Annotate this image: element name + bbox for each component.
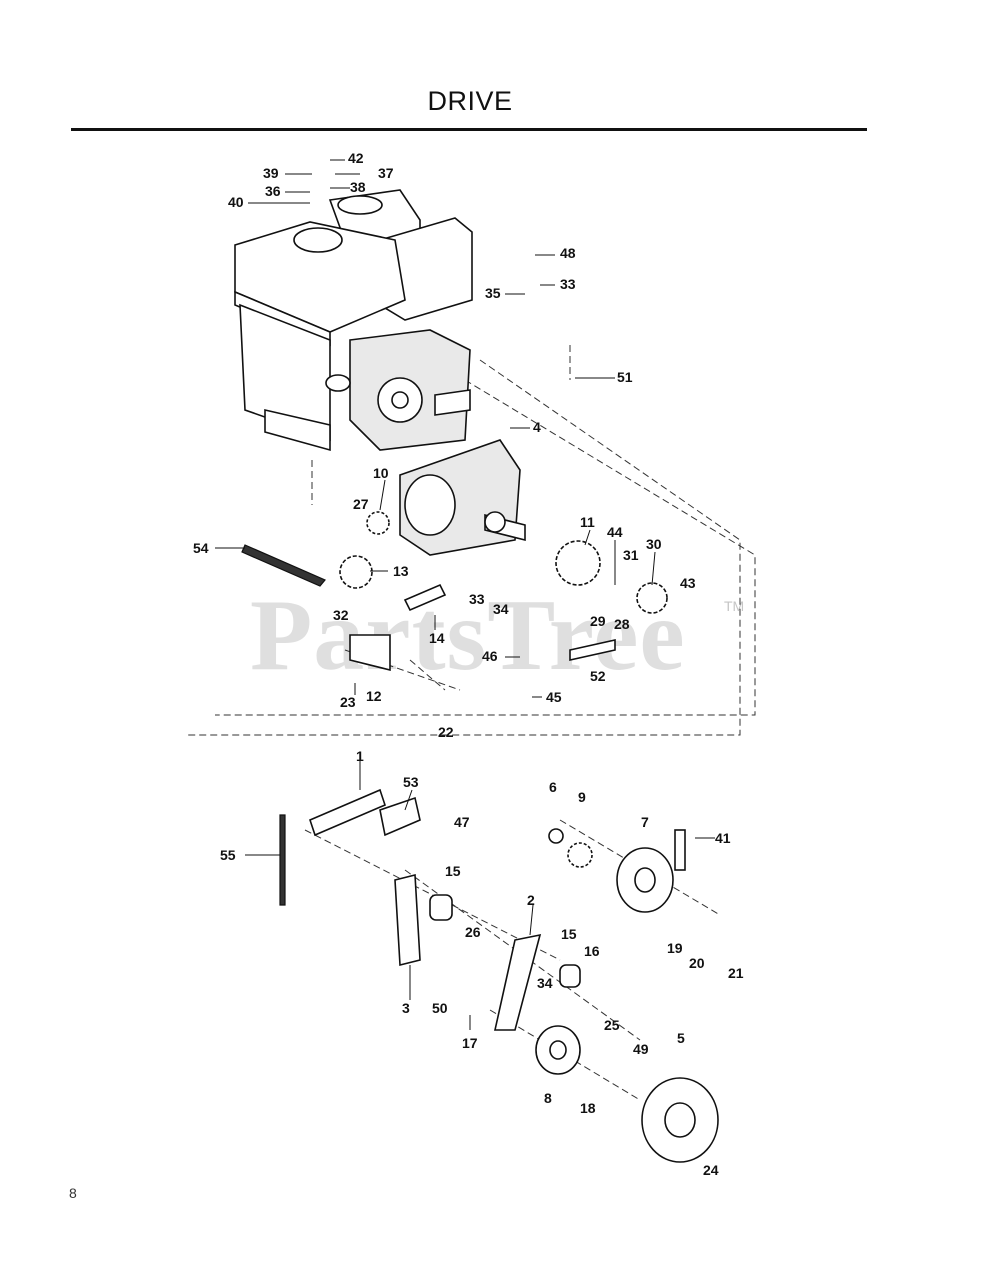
callout-7: 7 [641, 814, 649, 830]
callout-30: 30 [646, 536, 662, 552]
callout-34: 34 [493, 601, 509, 617]
callout-10: 10 [373, 465, 389, 481]
callout-6: 6 [549, 779, 557, 795]
callout-41: 41 [715, 830, 731, 846]
callout-42: 42 [348, 150, 364, 166]
callout-45: 45 [546, 689, 562, 705]
callout-49: 49 [633, 1041, 649, 1057]
callout-33-lower: 33 [469, 591, 485, 607]
tensioner-parts [309, 583, 686, 1031]
callout-5: 5 [677, 1030, 685, 1046]
callout-52: 52 [590, 668, 606, 684]
callout-33: 33 [560, 276, 576, 292]
callout-11: 11 [580, 514, 595, 530]
page-number: 8 [69, 1185, 77, 1201]
callout-18: 18 [580, 1100, 596, 1116]
watermark-trademark: TM [724, 598, 745, 614]
callout-27: 27 [353, 496, 369, 512]
callout-9: 9 [578, 789, 586, 805]
sprockets [339, 511, 668, 868]
callout-12: 12 [366, 688, 382, 704]
title-rule [71, 128, 867, 131]
watermark: PartsTree [250, 579, 686, 692]
callout-47: 47 [454, 814, 470, 830]
callout-16: 16 [584, 943, 600, 959]
callout-8: 8 [544, 1090, 552, 1106]
callout-51: 51 [617, 369, 633, 385]
callout-15-upper: 15 [445, 863, 461, 879]
callout-29: 29 [590, 613, 606, 629]
callout-22: 22 [438, 724, 454, 740]
chains [241, 544, 326, 906]
callout-31: 31 [623, 547, 639, 563]
callout-14: 14 [429, 630, 445, 646]
callout-55: 55 [220, 847, 236, 863]
callout-19: 19 [667, 940, 683, 956]
callout-21: 21 [728, 965, 744, 981]
pulleys [535, 828, 719, 1163]
callout-50: 50 [432, 1000, 448, 1016]
gearbox [399, 439, 526, 556]
callout-36: 36 [265, 183, 281, 199]
callout-44: 44 [607, 524, 623, 540]
leader-lines [215, 159, 715, 1030]
callout-39: 39 [263, 165, 279, 181]
callout-17: 17 [462, 1035, 478, 1051]
callout-13: 13 [393, 563, 409, 579]
callout-46: 46 [482, 648, 498, 664]
callout-37: 37 [378, 165, 394, 181]
callout-40: 40 [228, 194, 244, 210]
callout-32: 32 [333, 607, 349, 623]
callout-23: 23 [340, 694, 356, 710]
callout-20: 20 [689, 955, 705, 971]
callout-38: 38 [350, 179, 366, 195]
callout-54: 54 [193, 540, 209, 556]
callout-3: 3 [402, 1000, 410, 1016]
callout-28: 28 [614, 616, 630, 632]
callout-24: 24 [703, 1162, 719, 1178]
callout-2: 2 [527, 892, 535, 908]
callout-4: 4 [533, 419, 541, 435]
callout-1: 1 [356, 748, 364, 764]
callout-15-lower: 15 [561, 926, 577, 942]
callout-34-lower: 34 [537, 975, 553, 991]
callout-48: 48 [560, 245, 576, 261]
callout-35: 35 [485, 285, 501, 301]
callout-labels: 42 39 37 36 38 40 48 35 33 51 4 10 27 11… [193, 150, 744, 1178]
callout-43: 43 [680, 575, 696, 591]
callout-53: 53 [403, 774, 419, 790]
callout-25: 25 [604, 1017, 620, 1033]
engine [234, 189, 473, 452]
callout-26: 26 [465, 924, 481, 940]
page-title: DRIVE [427, 86, 513, 116]
